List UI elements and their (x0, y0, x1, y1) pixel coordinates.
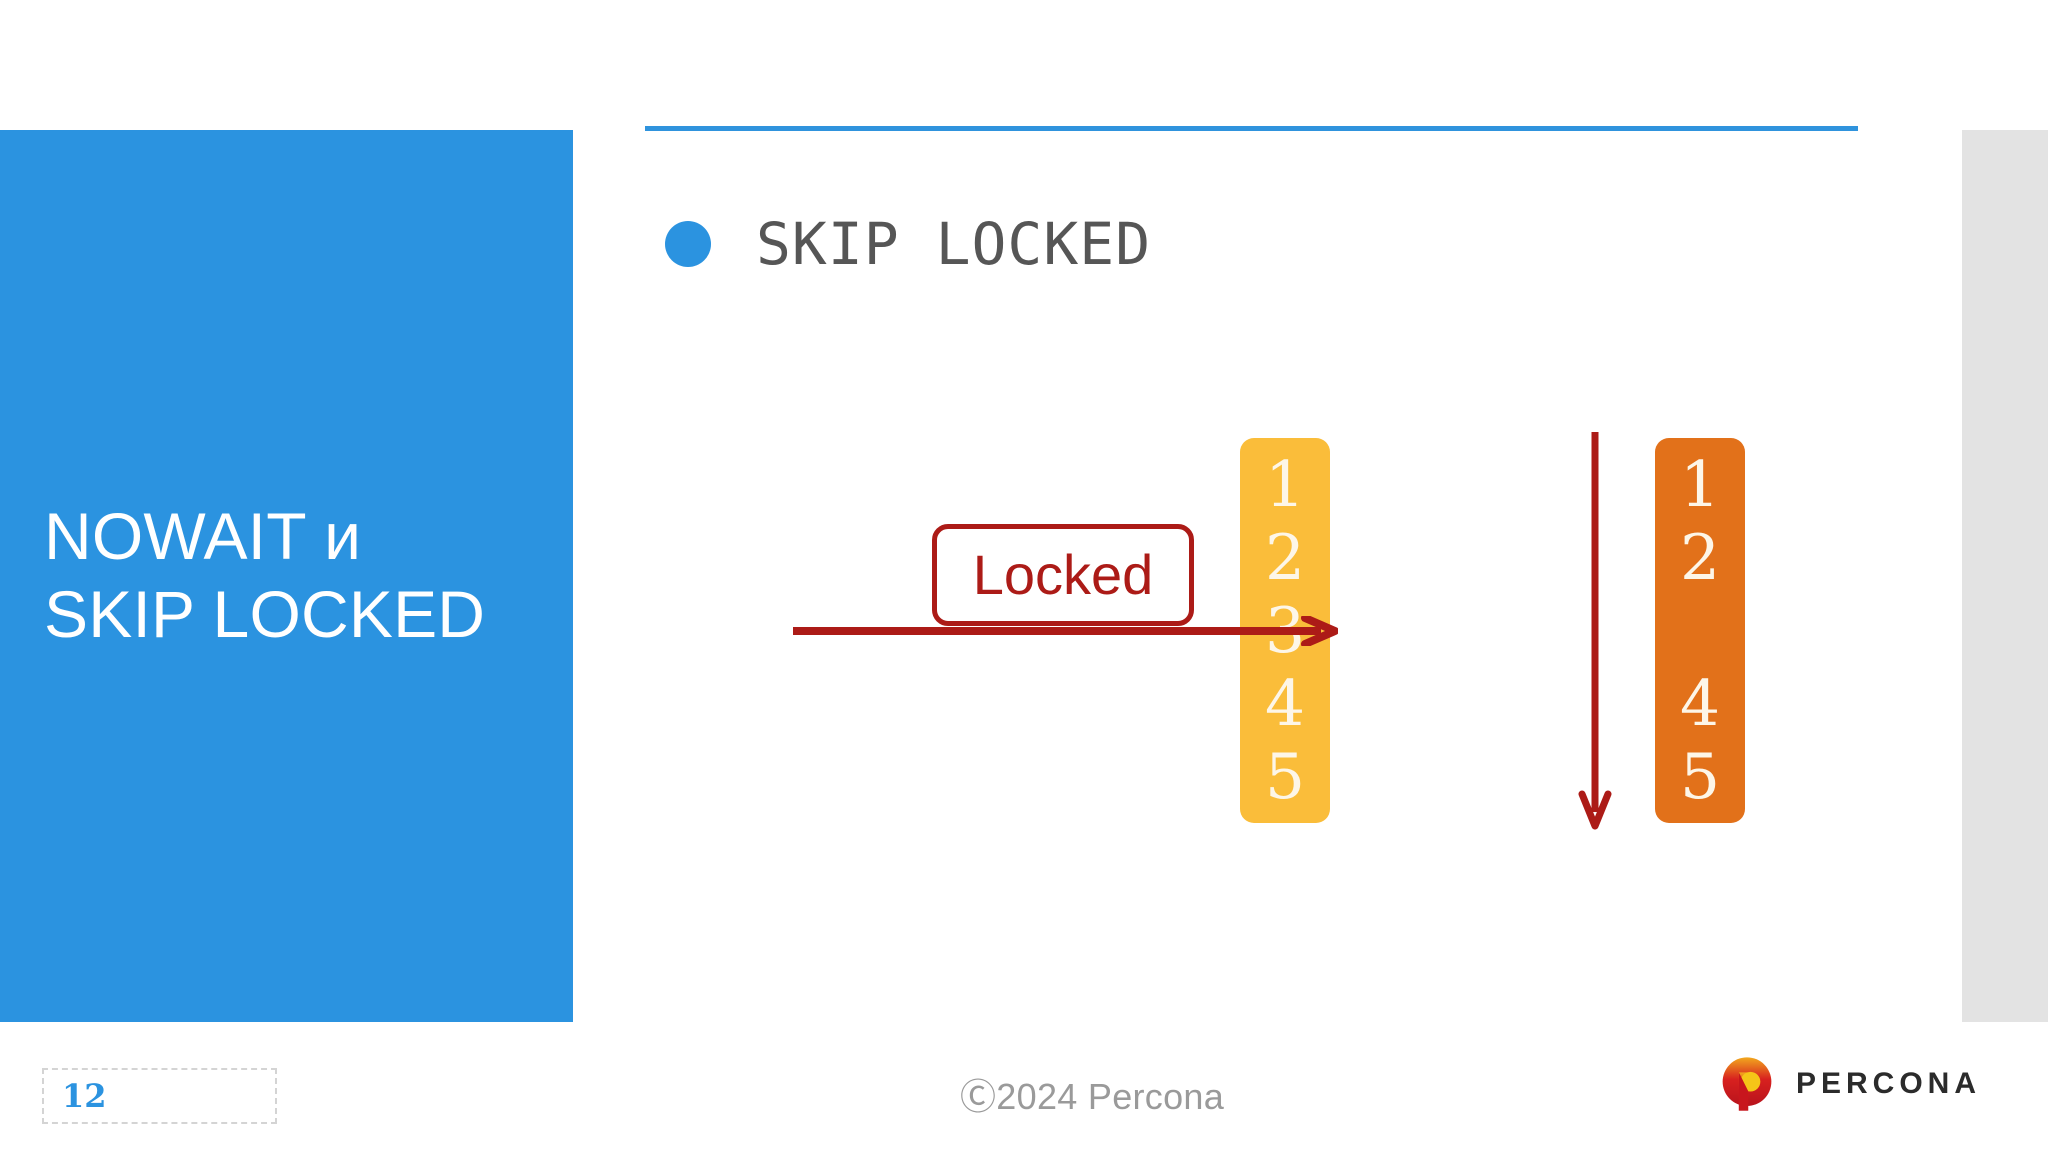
page-number-placeholder: 12 (42, 1068, 277, 1124)
horizontal-red-arrow-icon (793, 616, 1338, 646)
vertical-red-arrow-icon (1578, 432, 1612, 830)
title-sidebar: NOWAIT и SKIP LOCKED (0, 130, 573, 1022)
bullet-list-item: SKIP LOCKED (665, 210, 1151, 278)
row-cell: 2 (1264, 521, 1306, 594)
row-cell: 5 (1264, 740, 1306, 813)
copyright-text: Ⓒ2024 Percona (960, 1076, 1225, 1117)
slide-title: NOWAIT и SKIP LOCKED (44, 499, 486, 651)
row-cell: 2 (1679, 521, 1721, 594)
skipped-rows-column: 1 2 4 5 (1655, 438, 1745, 823)
locked-label: Locked (972, 543, 1154, 606)
bullet-item-label: SKIP LOCKED (756, 210, 1152, 278)
row-cell: 4 (1264, 667, 1306, 740)
header-divider (645, 126, 1858, 131)
row-cell: 5 (1679, 740, 1721, 813)
locked-rows-column: 1 2 3 4 5 (1240, 438, 1330, 823)
right-gray-placeholder (1962, 130, 2048, 1022)
percona-wordmark: PERCONA (1796, 1067, 1982, 1100)
page-number: 12 (62, 1077, 107, 1115)
row-cell: 4 (1679, 667, 1721, 740)
bullet-dot-icon (665, 221, 711, 267)
row-cell: 3 (1264, 594, 1306, 667)
row-cell: 1 (1679, 448, 1721, 521)
row-cell-skipped (1655, 594, 1745, 667)
locked-callout-box: Locked (932, 524, 1194, 626)
percona-logo-icon (1722, 1057, 1772, 1111)
row-cell: 1 (1264, 448, 1306, 521)
percona-logo: PERCONA (1718, 1052, 1988, 1116)
